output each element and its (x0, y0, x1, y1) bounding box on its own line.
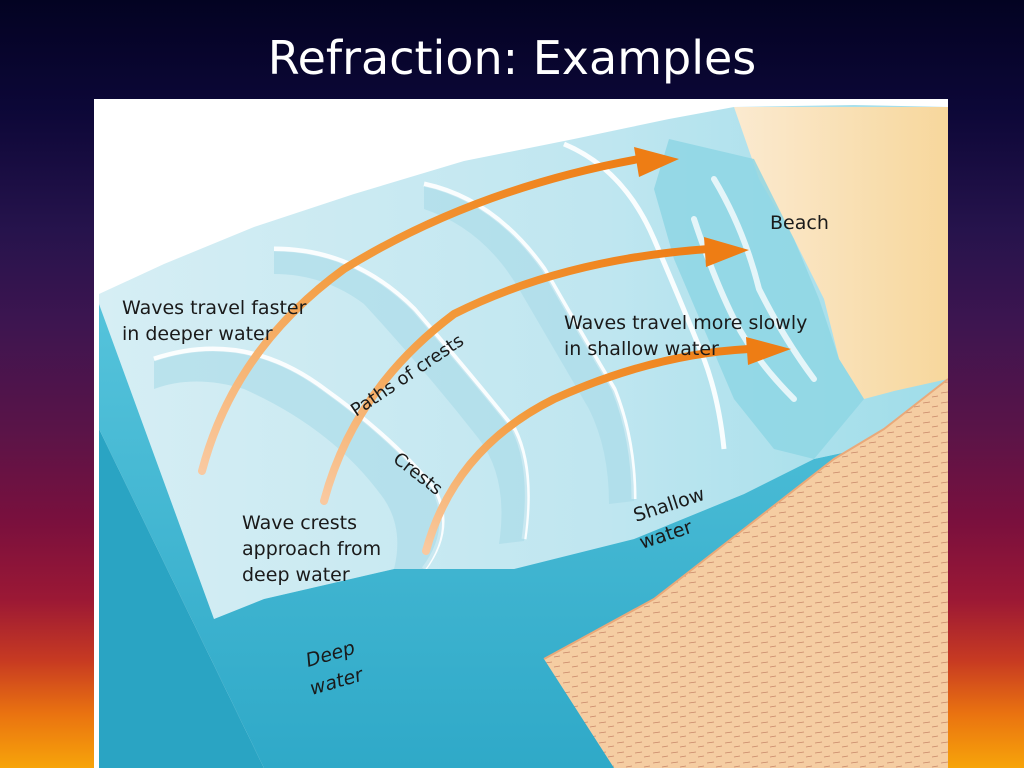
wave-crest-3 (423, 181, 637, 500)
diagram-panel: Beach Waves travel faster in deeper wate… (94, 99, 948, 768)
seabed-edge (543, 378, 948, 660)
label-approach-line3: deep water (242, 564, 350, 586)
wave-shading-1 (154, 351, 442, 571)
wave-refraction-diagram: Beach Waves travel faster in deeper wate… (99, 105, 948, 768)
crest-path-arrowhead-2 (704, 237, 749, 267)
label-approach-line1: Wave crests (242, 512, 357, 534)
wave-crest-2 (273, 246, 530, 540)
crest-path-arrow-1 (198, 155, 643, 475)
slide-title: Refraction: Examples (267, 31, 757, 85)
label-beach: Beach (770, 212, 829, 234)
block-left-side (99, 294, 264, 768)
label-fast-line2: in deeper water (122, 323, 273, 345)
crest-path-arrow-3 (422, 345, 753, 555)
wave-shading-3 (424, 186, 634, 504)
crest-path-arrowhead-1 (634, 147, 679, 177)
crest-path-arrowhead-3 (746, 337, 791, 365)
wave-shading-2 (274, 251, 528, 544)
label-fast-line1: Waves travel faster (122, 297, 307, 319)
label-slow-line1: Waves travel more slowly (564, 312, 807, 334)
seabed-cross-section (544, 379, 948, 768)
beach-sand (734, 107, 948, 399)
wave-crest-1 (153, 346, 445, 571)
crest-path-arrow-2 (320, 245, 713, 505)
label-slow-line2: in shallow water (564, 338, 719, 360)
label-approach-line2: approach from (242, 538, 381, 560)
wave-crest-4 (563, 141, 727, 450)
